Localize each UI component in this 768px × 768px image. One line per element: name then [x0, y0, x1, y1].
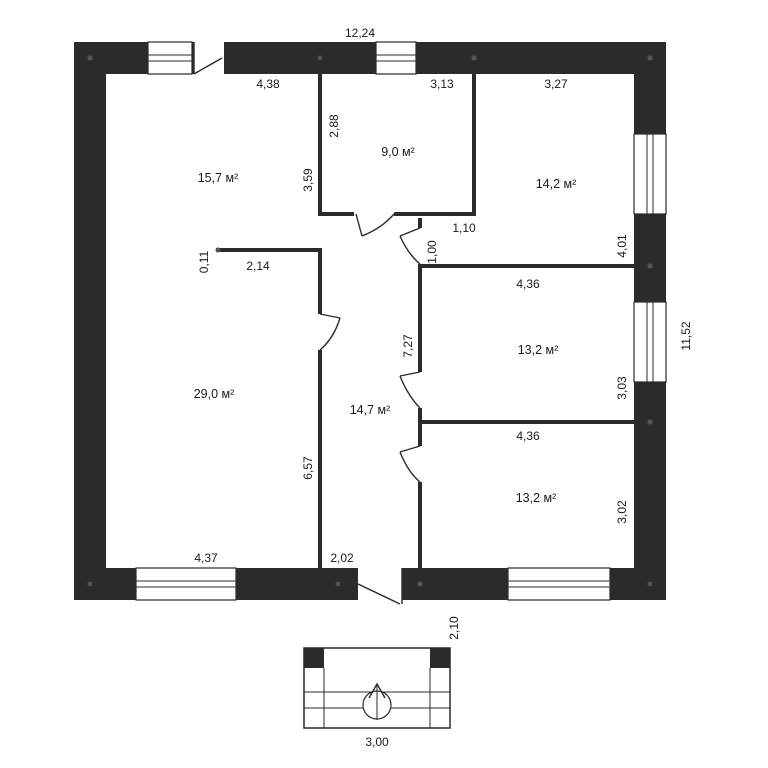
- interior-walls: [216, 72, 636, 570]
- window-top-middle: [375, 41, 417, 75]
- dim-living-width: 4,37: [194, 551, 218, 565]
- dim-room4-depth: 3,03: [615, 376, 629, 400]
- dim-room2-door-gap: 1,10: [452, 221, 476, 235]
- window-top-left: [147, 41, 193, 75]
- room-area-labels: 15,7 м² 9,0 м² 14,2 м² 29,0 м² 14,7 м² 1…: [194, 145, 577, 505]
- wall-markers: [87, 55, 653, 587]
- dim-room4-width: 4,36: [516, 277, 540, 291]
- dim-room5-width: 4,36: [516, 429, 540, 443]
- dim-porch-width: 3,00: [365, 735, 389, 749]
- dim-hall-length: 7,27: [401, 334, 415, 358]
- dim-room1-wall-stub: 2,14: [246, 259, 270, 273]
- dim-room1-width: 4,38: [256, 77, 280, 91]
- porch: [303, 647, 451, 729]
- dim-room1-wall-gap: 0,11: [197, 250, 211, 273]
- dimension-labels: 12,24 11,52 2,10 3,00 4,38 3,59 2,14 0,1…: [194, 26, 693, 749]
- dim-living-depth: 6,57: [301, 456, 315, 480]
- dim-room2-width: 3,13: [430, 77, 454, 91]
- dim-overall-width: 12,24: [345, 26, 375, 40]
- window-bottom-right: [507, 567, 611, 601]
- dim-overall-depth: 11,52: [679, 321, 693, 350]
- windows: [135, 41, 667, 601]
- area-room5: 13,2 м²: [516, 491, 557, 505]
- dim-room1-depth: 3,59: [301, 168, 315, 192]
- dim-room5-depth: 3,02: [615, 500, 629, 524]
- area-hall: 14,7 м²: [350, 403, 391, 417]
- window-right-lower: [633, 301, 667, 383]
- area-living: 29,0 м²: [194, 387, 235, 401]
- dim-room3-depth: 4,01: [615, 234, 629, 258]
- dim-hall-width: 2,02: [330, 551, 354, 565]
- dim-room2-depth: 2,88: [327, 114, 341, 138]
- dim-room3-width: 3,27: [544, 77, 568, 91]
- area-room4: 13,2 м²: [518, 343, 559, 357]
- area-room3: 14,2 м²: [536, 177, 577, 191]
- entrances: [193, 42, 403, 605]
- dim-porch-offset: 2,10: [447, 616, 461, 640]
- interior-doors: [319, 213, 421, 483]
- exterior-walls: [74, 42, 666, 600]
- window-right-upper: [633, 133, 667, 215]
- area-room2: 9,0 м²: [381, 145, 415, 159]
- area-room1: 15,7 м²: [198, 171, 239, 185]
- window-bottom-left: [135, 567, 237, 601]
- dim-hall-door-gap: 1,00: [425, 240, 439, 264]
